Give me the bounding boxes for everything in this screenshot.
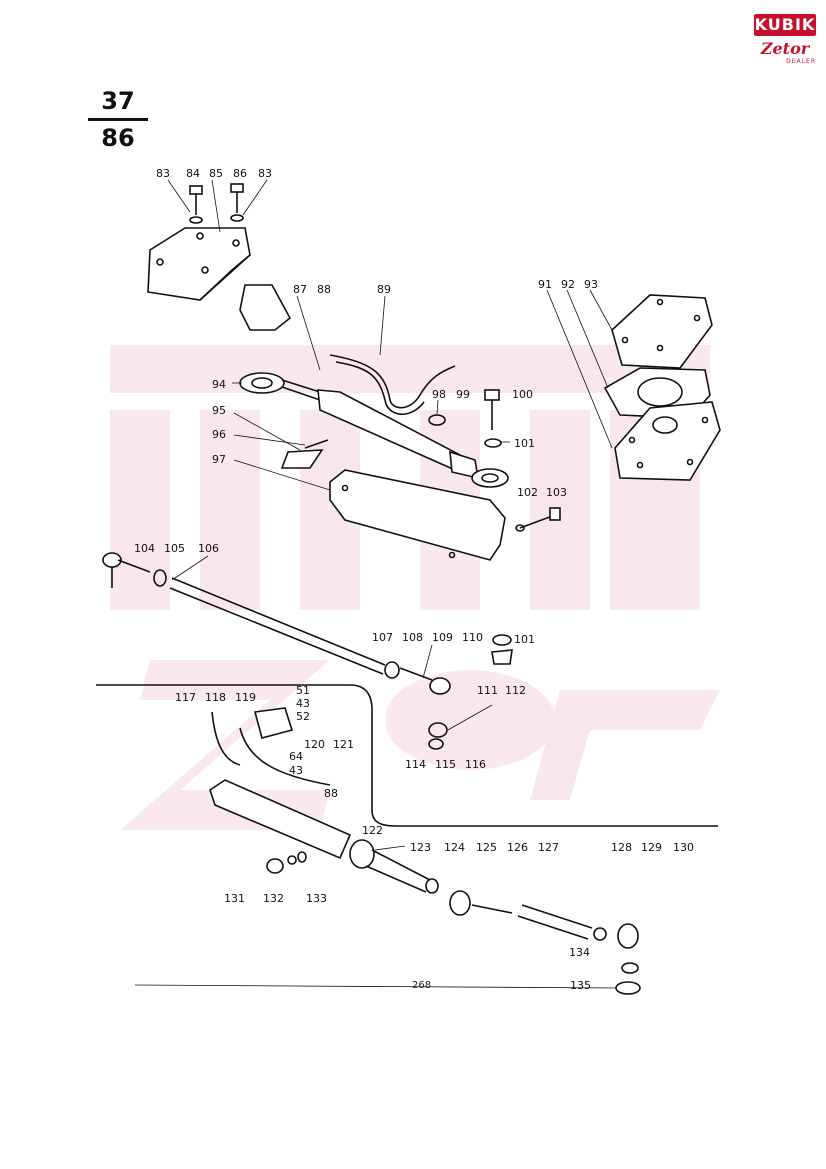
callout-88: 88 [317,283,331,296]
callout-97: 97 [212,453,226,466]
callout-133: 133 [306,892,327,905]
callout-labels: 83 84 85 86 83 87 88 89 91 92 93 94 95 9… [134,167,694,992]
leader-lines [134,179,617,989]
callout-51: 51 [296,684,310,697]
bracket-119 [253,707,294,739]
boot-115 [428,722,448,738]
callout-120: 120 [304,738,325,751]
logo-zetor: Zetor [760,39,810,58]
callout-131: 131 [224,892,245,905]
callout-106: 106 [198,542,219,555]
hose-118 [239,727,331,786]
callout-88b: 88 [324,787,338,800]
callout-105: 105 [164,542,185,555]
callout-109: 109 [432,631,453,644]
callout-114: 114 [405,758,426,771]
callout-124: 124 [444,841,465,854]
callout-83b: 83 [258,167,272,180]
plate-91 [614,401,721,481]
cylinder-94 [239,372,509,488]
callout-108: 108 [402,631,423,644]
ball-joint-112 [491,649,513,665]
callout-102: 102 [517,486,538,499]
callout-129: 129 [641,841,662,854]
bracket-85 [147,227,292,331]
callout-123: 123 [410,841,431,854]
callout-85: 85 [209,167,223,180]
kubik-zetor-logo: KUBIK Zetor DEALER [754,14,816,70]
callout-116: 116 [465,758,486,771]
logo-kubik: KUBIK [754,14,816,36]
seal-116 [428,738,444,750]
callout-86: 86 [233,167,247,180]
callout-95: 95 [212,404,226,417]
callout-100: 100 [512,388,533,401]
callout-119: 119 [235,691,256,704]
callout-130: 130 [673,841,694,854]
callout-43: 43 [296,697,310,710]
callout-91: 91 [538,278,552,291]
callout-125: 125 [476,841,497,854]
tie-rod-106 [102,552,451,695]
cylinder-123 [209,779,641,995]
callout-107: 107 [372,631,393,644]
callout-126: 126 [507,841,528,854]
callout-115: 115 [435,758,456,771]
callout-101: 101 [514,437,535,450]
shield-97 [329,469,506,561]
callout-104: 104 [134,542,155,555]
callout-132: 132 [263,892,284,905]
callout-134: 134 [569,946,590,959]
callout-121: 121 [333,738,354,751]
logo-dealer: DEALER [786,58,816,65]
callout-64: 64 [289,750,303,763]
callout-112: 112 [505,684,526,697]
page-number: 268 [412,980,431,991]
callout-122: 122 [362,824,383,837]
callout-94: 94 [212,378,226,391]
callout-128: 128 [611,841,632,854]
callout-111: 111 [477,684,498,697]
bolt-96 [304,439,329,449]
bolt-103 [515,507,561,532]
nut-132 [287,855,297,865]
callout-135: 135 [570,979,591,992]
washer-133 [297,851,307,863]
bolt-100 [484,389,502,448]
fraction-bottom: 86 [101,124,135,152]
callout-84: 84 [186,167,200,180]
hose-117 [211,711,241,766]
callout-83: 83 [156,167,170,180]
callout-127: 127 [538,841,559,854]
pin-95 [280,449,324,469]
bolt-84 [189,185,203,224]
callout-117: 117 [175,691,196,704]
callout-92: 92 [561,278,575,291]
callout-118: 118 [205,691,226,704]
callout-89: 89 [377,283,391,296]
callout-101b: 101 [514,633,535,646]
callout-99: 99 [456,388,470,401]
watermark [110,345,720,830]
nut-101b [492,634,512,646]
hydraulic-line-89 [329,354,456,409]
callout-43b: 43 [289,764,303,777]
inset-border [96,684,718,827]
callout-110: 110 [462,631,483,644]
fraction-bar [88,118,148,121]
clamp-98 [428,414,446,426]
fraction-top: 37 [101,87,135,115]
cap-131 [266,858,284,874]
callout-103: 103 [546,486,567,499]
callout-93: 93 [584,278,598,291]
callout-52: 52 [296,710,310,723]
bolt-86 [230,183,244,222]
callout-96: 96 [212,428,226,441]
callout-87: 87 [293,283,307,296]
plate-93 [611,294,713,369]
page-fraction: 37 86 [88,86,148,153]
callout-98: 98 [432,388,446,401]
